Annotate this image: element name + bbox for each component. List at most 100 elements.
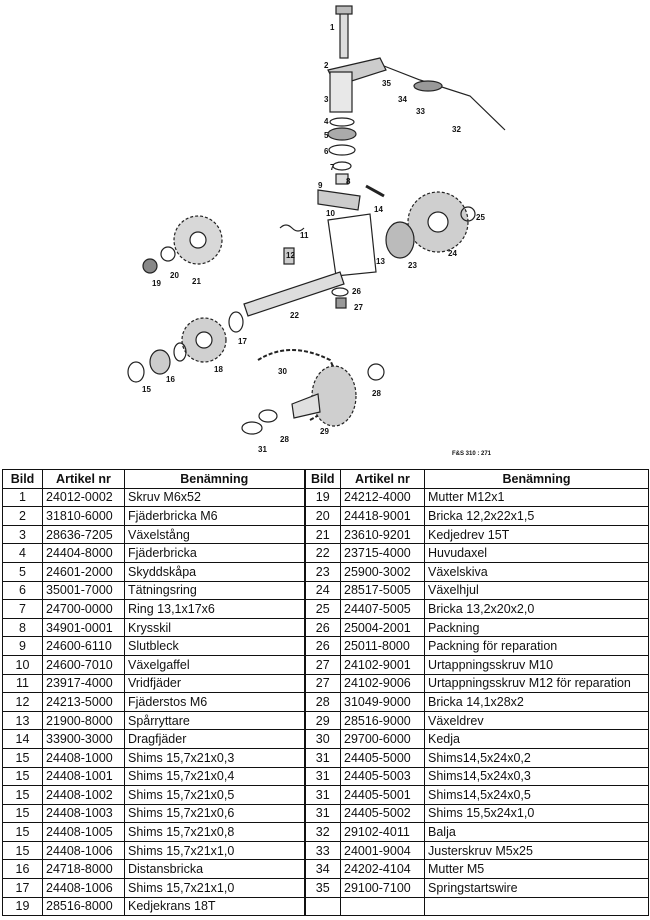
- right-benamning-cell: Shims14,5x24x0,3: [424, 766, 649, 787]
- left-artikel-cell: 24718-8000: [42, 859, 125, 880]
- left-bild-cell: 15: [2, 785, 43, 805]
- right-artikel-cell: 29700-6000: [340, 729, 425, 749]
- right-bild-cell: 23: [303, 561, 341, 582]
- left-bild-cell: 11: [2, 673, 43, 694]
- left-benamning-cell: Fjäderbricka M6: [124, 506, 305, 526]
- left-benamning-cell: Kedjekrans 18T: [124, 896, 305, 917]
- right-benamning-cell: Justerskruv M5x25: [424, 840, 649, 861]
- right-artikel-cell: 23610-9201: [340, 524, 425, 545]
- washer-28a: [367, 363, 385, 381]
- callout-2: 2: [324, 61, 329, 70]
- left-benamning-cell: Shims 15,7x21x0,3: [124, 747, 305, 768]
- left-benamning-cell: Dragfjäder: [124, 729, 305, 749]
- right-bild-cell: 28: [303, 692, 341, 712]
- callout-28a: 28: [372, 389, 381, 398]
- callout-23: 23: [408, 261, 417, 270]
- washer-25: [460, 206, 476, 222]
- callout-9: 9: [318, 181, 323, 190]
- callout-7: 7: [330, 163, 335, 172]
- left-artikel-cell: 24012-0002: [42, 487, 125, 508]
- header-artikel-right: Artikel nr: [340, 469, 425, 489]
- shim-31: [241, 421, 263, 435]
- left-bild-cell: 3: [2, 524, 43, 545]
- left-bild-cell: 4: [2, 543, 43, 563]
- callout-11: 11: [300, 231, 309, 240]
- right-bild-cell: 32: [303, 822, 341, 842]
- bolt-head: [335, 5, 353, 15]
- bolt-part: [339, 9, 349, 59]
- right-benamning-cell: Kedjedrev 15T: [424, 524, 649, 545]
- right-benamning-cell: Springstartswire: [424, 878, 649, 898]
- callout-19: 19: [152, 279, 161, 288]
- callout-8: 8: [346, 177, 351, 186]
- right-benamning-cell: Shims14,5x24x0,2: [424, 747, 649, 768]
- right-bild-cell: 25: [303, 599, 341, 619]
- left-artikel-cell: 24408-1006: [42, 840, 125, 861]
- right-artikel-cell: [340, 896, 425, 917]
- callout-17: 17: [238, 337, 247, 346]
- parts-table-wrapper: Bild Artikel nr Benämning Bild Artikel n…: [2, 469, 649, 917]
- left-bild-cell: 19: [2, 896, 43, 917]
- left-benamning-cell: Tätningsring: [124, 580, 305, 601]
- right-artikel-cell: 31049-9000: [340, 692, 425, 712]
- left-artikel-cell: 24408-1000: [42, 747, 125, 768]
- left-bild-cell: 16: [2, 859, 43, 880]
- right-benamning-cell: Shims14,5x24x0,5: [424, 785, 649, 805]
- left-benamning-cell: Fjäderbricka: [124, 543, 305, 563]
- washer-28b: [258, 409, 278, 423]
- callout-4: 4: [324, 117, 329, 126]
- right-bild-cell: 19: [303, 487, 341, 508]
- callout-1: 1: [330, 23, 335, 32]
- right-artikel-cell: 24405-5000: [340, 747, 425, 768]
- header-artikel-left: Artikel nr: [42, 469, 125, 489]
- left-artikel-cell: 28516-8000: [42, 896, 125, 917]
- end-plate-part: [317, 189, 361, 211]
- table-header-row: Bild Artikel nr Benämning Bild Artikel n…: [2, 469, 649, 489]
- left-artikel-cell: 24408-1003: [42, 803, 125, 824]
- right-artikel-cell: 24405-5001: [340, 785, 425, 805]
- callout-3: 3: [324, 95, 329, 104]
- right-artikel-cell: 24102-9001: [340, 654, 425, 675]
- right-benamning-cell: Mutter M5: [424, 859, 649, 880]
- right-artikel-cell: 29100-7100: [340, 878, 425, 898]
- cover-part: [327, 127, 357, 141]
- right-bild-cell: 31: [303, 747, 341, 768]
- left-artikel-cell: 24408-1005: [42, 822, 125, 842]
- left-benamning-cell: Fjäderstos M6: [124, 692, 305, 712]
- right-artikel-cell: 24202-4104: [340, 859, 425, 880]
- left-benamning-cell: Skyddskåpa: [124, 561, 305, 582]
- right-benamning-cell: Växelhjul: [424, 580, 649, 601]
- right-artikel-cell: 24212-4000: [340, 487, 425, 508]
- callout-30: 30: [278, 367, 287, 376]
- right-artikel-cell: 24407-5005: [340, 599, 425, 619]
- callout-16: 16: [166, 375, 175, 384]
- left-artikel-cell: 24404-8000: [42, 543, 125, 563]
- spring-stud-part: [283, 247, 295, 265]
- right-benamning-cell: Packning för reparation: [424, 636, 649, 656]
- callout-5: 5: [324, 131, 329, 140]
- cable-part: [383, 65, 506, 131]
- right-benamning-cell: Mutter M12x1: [424, 487, 649, 508]
- right-benamning-cell: Huvudaxel: [424, 543, 649, 563]
- gear-drive-shaft: [291, 393, 321, 419]
- callout-35: 35: [382, 79, 391, 88]
- left-bild-cell: 15: [2, 822, 43, 842]
- left-bild-cell: 12: [2, 692, 43, 712]
- right-bild-cell: 26: [303, 617, 341, 638]
- right-bild-cell: 21: [303, 524, 341, 545]
- main-shaft-part: [243, 271, 345, 317]
- left-artikel-cell: 24408-1002: [42, 785, 125, 805]
- gear-hub: [427, 211, 449, 233]
